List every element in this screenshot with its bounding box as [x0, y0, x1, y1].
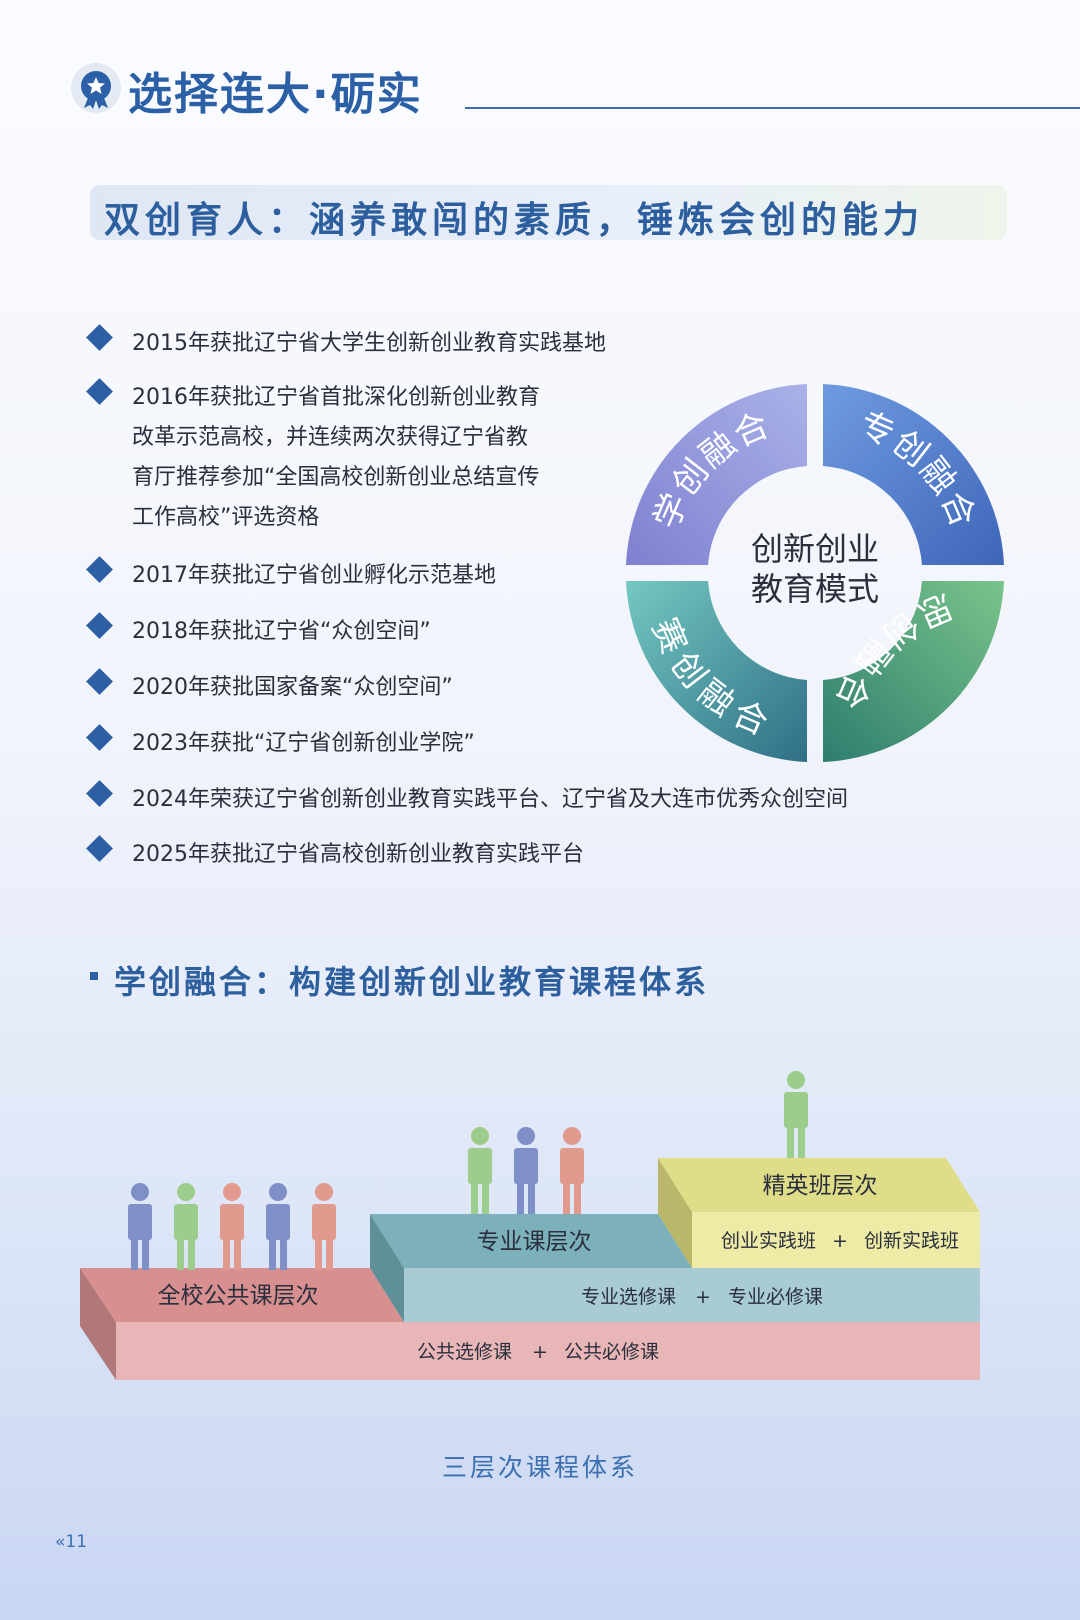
elite-tier-side [658, 1158, 692, 1268]
person-icon [468, 1127, 492, 1214]
course-label: 公共选修课 [417, 1341, 512, 1363]
person-icon [266, 1183, 290, 1270]
person-icon [560, 1127, 584, 1214]
list-item-text: 2015年获批辽宁省大学生创新创业教育实践基地 [132, 331, 606, 356]
page-number-text: 11 [65, 1532, 88, 1552]
page-title: 选择连大·砺实 [128, 69, 423, 120]
diamond-bullet-icon [86, 378, 113, 405]
person-icon [128, 1183, 152, 1270]
diagram-caption: 三层次课程体系 [441, 1453, 638, 1482]
major-tier-top [370, 1214, 692, 1268]
center-label: 教育模式 [751, 570, 879, 608]
diamond-bullet-icon [86, 724, 113, 751]
public-course-slab [116, 1322, 980, 1380]
course-label: 专业必修课 [728, 1286, 823, 1308]
list-item-text: 2017年获批辽宁省创业孵化示范基地 [132, 563, 496, 588]
public-tier-label: 全校公共课层次 [158, 1283, 319, 1309]
badge-icon [71, 63, 121, 113]
plus-sign: + [532, 1341, 548, 1363]
person-icon [174, 1183, 198, 1270]
segment-saichuang [626, 581, 807, 762]
person-icon [220, 1183, 244, 1270]
course-label: 专业选修课 [581, 1286, 676, 1308]
list-item-text: 2025年获批辽宁省高校创新创业教育实践平台 [132, 842, 584, 867]
public-tier-top [80, 1268, 404, 1322]
major-tier-side [370, 1214, 404, 1322]
segment-sichuang [823, 581, 1004, 762]
diamond-bullet-icon [86, 835, 113, 862]
education-model-diagram: 学创融合 专创融合 思创融合 赛创融合 创新创业 教育模式 [626, 384, 1004, 762]
section-title: 学创融合：构建创新创业教育课程体系 [114, 963, 710, 1001]
public-tier-bottom-side [80, 1268, 116, 1380]
slogan-text: 双创育人：涵养敢闯的素质，锤炼会创的能力 [104, 200, 925, 241]
list-item-text: 2023年获批“辽宁省创新创业学院” [132, 731, 475, 756]
diamond-bullet-icon [86, 556, 113, 583]
double-chevron-left-icon: « [55, 1532, 66, 1552]
list-item-text: 2024年荣获辽宁省创新创业教育实践平台、辽宁省及大连市优秀众创空间 [132, 787, 848, 812]
plus-sign: + [832, 1230, 848, 1252]
person-icon [312, 1183, 336, 1270]
segment-xuechuang [626, 384, 807, 565]
elite-tier-top [658, 1158, 980, 1212]
major-course-slab [404, 1268, 980, 1322]
major-tier-label: 专业课层次 [477, 1229, 592, 1255]
list-item-text: 2016年获批辽宁省首批深化创新创业教育 [132, 385, 540, 410]
course-label: 创业实践班 [721, 1230, 816, 1252]
plus-sign: + [695, 1286, 711, 1308]
elite-tier-label: 精英班层次 [763, 1173, 878, 1199]
diamond-bullet-icon [86, 324, 113, 351]
list-item-text: 育厅推荐参加“全国高校创新创业总结宣传 [132, 465, 540, 490]
diamond-bullet-icon [86, 612, 113, 639]
center-label: 创新创业 [751, 530, 879, 568]
segment-zhuanchuang [823, 384, 1004, 565]
list-item-text: 2020年获批国家备案“众创空间” [132, 675, 453, 700]
section-bullet [90, 972, 98, 980]
course-tier-diagram: 全校公共课层次 专业课层次 精英班层次 公共选修课 + 公共必修课 专业选修课 … [80, 1071, 980, 1380]
diamond-bullet-icon [86, 668, 113, 695]
course-label: 公共必修课 [564, 1341, 659, 1363]
course-label: 创新实践班 [864, 1230, 959, 1252]
list-item-text: 2018年获批辽宁省“众创空间” [132, 619, 431, 644]
list-item-text: 工作高校”评选资格 [132, 505, 320, 530]
elite-course-slab [692, 1212, 980, 1268]
list-item-text: 改革示范高校，并连续两次获得辽宁省教 [132, 425, 529, 450]
person-icon [784, 1071, 808, 1158]
person-icon [514, 1127, 538, 1214]
slogan-banner [90, 185, 1007, 240]
page-number: «11 [55, 1532, 87, 1552]
header-rule [465, 107, 1080, 109]
diamond-bullet-icon [86, 780, 113, 807]
